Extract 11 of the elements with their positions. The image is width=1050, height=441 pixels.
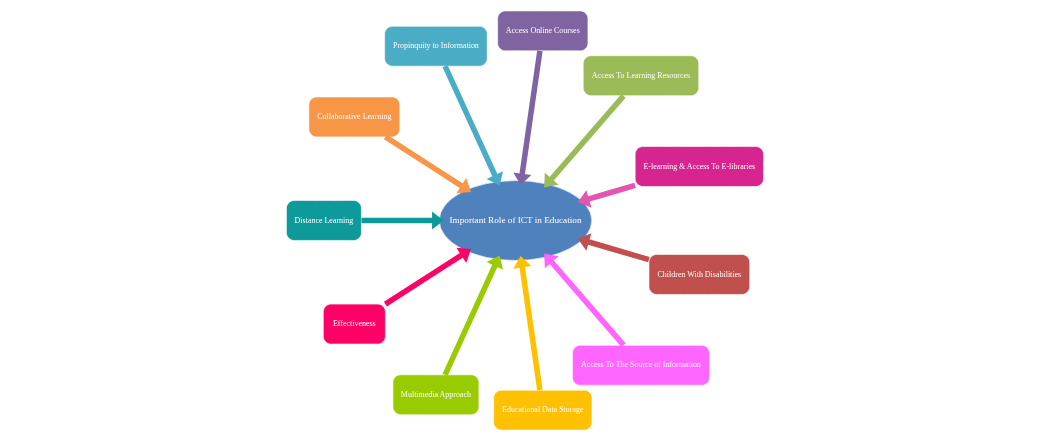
arrow: [383, 134, 471, 194]
arrow: [383, 247, 471, 307]
arrow: [442, 255, 504, 376]
arrow: [577, 182, 636, 208]
arrow: [544, 253, 626, 347]
arrow: [544, 94, 626, 188]
arrow: [442, 65, 504, 186]
arrow: [513, 50, 543, 186]
arrow: [577, 233, 650, 263]
arrow: [361, 211, 444, 230]
arrow: [513, 255, 543, 391]
